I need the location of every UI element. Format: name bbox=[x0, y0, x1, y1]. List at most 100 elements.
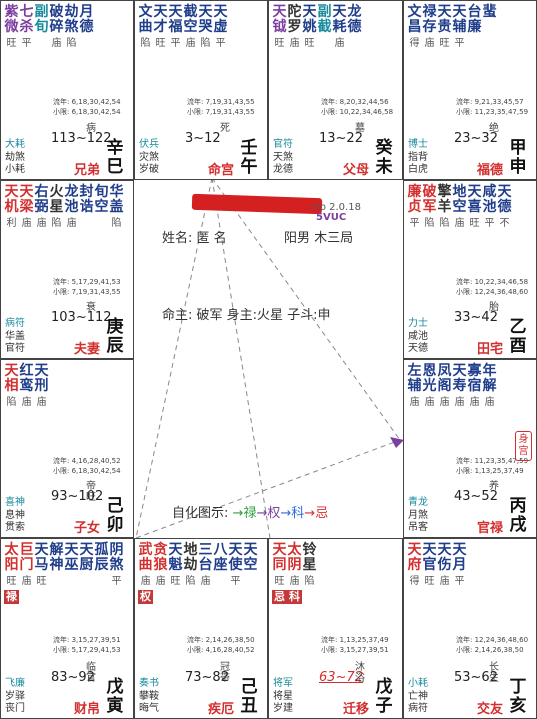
palace-辰[interactable]: 天机利天梁庙右弼庙火星陷龙池庙封诰 旬空 华盖陷流年: 5,17,29,41,5… bbox=[0, 180, 134, 359]
star: 天虚平 bbox=[213, 4, 228, 50]
star: 紫微旺 bbox=[4, 4, 19, 50]
brightness: 陷 bbox=[6, 397, 17, 408]
daxian-range: 73~82 bbox=[185, 670, 229, 685]
daxian-range: 83~92 bbox=[51, 670, 95, 685]
brightness: 平 bbox=[409, 218, 420, 229]
brightness: 平 bbox=[111, 576, 122, 587]
brightness: 得 bbox=[409, 576, 420, 587]
minor-stars: 咸池天德 bbox=[408, 331, 428, 354]
brightness bbox=[79, 36, 94, 51]
brightness: 庙 bbox=[454, 397, 465, 408]
daxian-range: 63~72 bbox=[319, 670, 363, 685]
star-list: 武曲庙权贪狼庙天魁旺地劫陷三台庙八座 天使平天空 bbox=[138, 543, 264, 604]
star: 陀罗庙 bbox=[287, 4, 302, 50]
star: 天机利 bbox=[4, 184, 19, 230]
palace-name: 官禄 bbox=[476, 521, 503, 536]
star: 龙德 bbox=[347, 5, 362, 51]
brightness: 平 bbox=[215, 38, 226, 49]
minor-stars: 指背白虎 bbox=[408, 152, 428, 175]
star: 天喜旺 bbox=[467, 184, 482, 230]
life-stage: 胎 bbox=[489, 302, 499, 313]
gender-bureau-label: 阳男 木三局 bbox=[284, 231, 354, 246]
brightness bbox=[467, 36, 482, 51]
brightness: 庙 bbox=[409, 397, 420, 408]
brightness: 庙 bbox=[469, 397, 480, 408]
minor-stars: 攀鞍晦气 bbox=[139, 691, 159, 714]
star: 天梁庙 bbox=[19, 184, 34, 230]
star: 封诰 bbox=[79, 185, 94, 231]
life-stage: 临官 bbox=[86, 662, 96, 684]
star: 武曲庙权 bbox=[138, 542, 153, 604]
brightness: 旺 bbox=[439, 38, 450, 49]
ganzhi: 乙酉 bbox=[509, 317, 527, 356]
star: 天福平 bbox=[168, 4, 183, 50]
brightness: 庙 bbox=[155, 576, 166, 587]
star: 台廉 bbox=[467, 5, 482, 51]
brightness: 平 bbox=[21, 38, 32, 49]
minor-stars: 华盖官符 bbox=[5, 331, 25, 354]
brightness: 旺 bbox=[155, 38, 166, 49]
brightness: 庙 bbox=[289, 576, 300, 587]
palace-寅[interactable]: 太阳旺禄巨门庙天马旺解神 天巫 天厨 孤辰 阴煞平流年: 3,15,27,39,… bbox=[0, 538, 134, 719]
star: 孤辰 bbox=[94, 543, 109, 589]
star-list: 天相陷红鸾庙天刑庙 bbox=[4, 364, 130, 410]
sanfang-line bbox=[211, 177, 271, 539]
palace-name: 财帛 bbox=[73, 702, 100, 717]
star: 破碎庙 bbox=[49, 4, 64, 50]
star-list: 文昌得禄存庙天贵旺天辅平台廉 蜚 bbox=[407, 5, 533, 51]
palace-name: 迁移 bbox=[342, 702, 369, 717]
brightness: 平 bbox=[484, 218, 495, 229]
minor-stars: 亡神病符 bbox=[408, 691, 428, 714]
star: 天相陷 bbox=[4, 363, 19, 409]
palace-name: 子女 bbox=[73, 521, 100, 536]
star: 地劫陷 bbox=[183, 542, 198, 588]
sihua-badge: 科 bbox=[287, 590, 302, 604]
brightness bbox=[79, 574, 94, 589]
star: 天马旺 bbox=[34, 542, 49, 588]
star: 龙池庙 bbox=[64, 184, 79, 230]
star-list: 天钺旺陀罗庙天姚旺副截 天耗庙龙德 bbox=[272, 5, 399, 51]
star-list: 天府得天官旺天伤庙天月平 bbox=[407, 543, 533, 589]
boshi-star: 奏书 bbox=[139, 678, 159, 689]
star-list: 天同旺忌太阴庙科铃星陷 bbox=[272, 543, 399, 604]
legend-arrow: → bbox=[304, 506, 316, 521]
brightness: 陷 bbox=[185, 576, 196, 587]
star: 禄存庙 bbox=[422, 4, 437, 50]
brightness: 庙 bbox=[200, 576, 211, 587]
star-list: 左辅庙恩光庙凤阁庙天寿庙寡宿庙年解庙 bbox=[407, 364, 533, 410]
star: 太阳旺禄 bbox=[4, 542, 19, 604]
redacted-banner bbox=[191, 193, 323, 215]
star: 年解庙 bbox=[482, 363, 497, 409]
star: 天姚旺 bbox=[302, 4, 317, 50]
star: 天辅平 bbox=[452, 4, 467, 50]
palace-丑[interactable]: 武曲庙权贪狼庙天魁旺地劫陷三台庙八座 天使平天空 流年: 2,14,26,38,… bbox=[134, 538, 268, 719]
star-list: 太阳旺禄巨门庙天马旺解神 天巫 天厨 孤辰 阴煞平 bbox=[4, 543, 130, 604]
brightness: 利 bbox=[6, 218, 17, 229]
legend-arrow: → bbox=[256, 506, 268, 521]
ganzhi: 戊寅 bbox=[106, 677, 124, 716]
brightness: 庙 bbox=[289, 38, 300, 49]
brightness bbox=[243, 574, 258, 589]
brightness: 庙 bbox=[21, 218, 32, 229]
boshi-star: 小耗 bbox=[408, 678, 428, 689]
daxian-range: 103~112 bbox=[51, 310, 112, 325]
star-list: 文曲陷天才旺天福平截空庙天哭陷天虚平 bbox=[138, 5, 264, 51]
palace-name: 疾厄 bbox=[207, 702, 234, 717]
life-stage: 长生 bbox=[489, 662, 499, 684]
star: 蜚 bbox=[482, 5, 497, 36]
